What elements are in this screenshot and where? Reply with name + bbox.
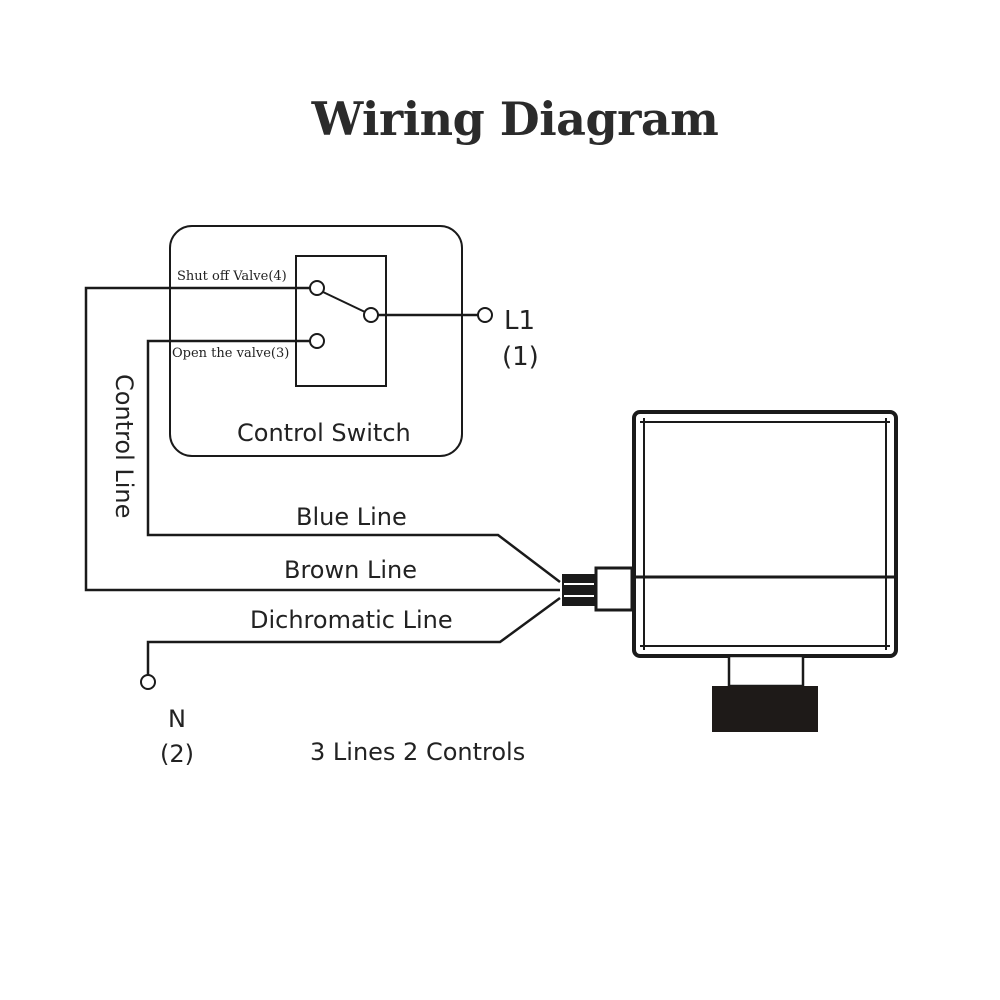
diagram-title: Wiring Diagram (311, 92, 719, 146)
control-switch-label: Control Switch (237, 419, 411, 447)
blue-wire (146, 339, 561, 583)
dichromatic-line-label: Dichromatic Line (250, 606, 453, 634)
switch-arm (322, 291, 366, 313)
open-valve-label: Open the valve(3) (172, 346, 289, 361)
dichromatic-wire (146, 596, 561, 675)
brown-line-label: Brown Line (284, 556, 417, 584)
blue-line-label: Blue Line (296, 503, 407, 531)
common-contact (363, 307, 379, 323)
actuator-base (712, 686, 818, 732)
l1-label: L1 (504, 306, 535, 336)
n-number-label: (2) (160, 740, 194, 768)
actuator-body (632, 410, 898, 658)
caption: 3 Lines 2 Controls (310, 738, 525, 766)
n-label: N (168, 705, 186, 733)
switch-contact-box (295, 255, 387, 387)
l1-terminal (477, 307, 493, 323)
wire-connector (562, 574, 596, 606)
shut-off-valve-label: Shut off Valve(4) (177, 269, 287, 284)
shut-off-contact (309, 280, 325, 296)
brown-wire (84, 286, 560, 592)
l1-number-label: (1) (502, 342, 539, 372)
actuator-neck (727, 654, 805, 688)
n-terminal (140, 674, 156, 690)
open-contact (309, 333, 325, 349)
control-line-label: Control Line (110, 374, 138, 518)
connector-gland (594, 566, 634, 612)
